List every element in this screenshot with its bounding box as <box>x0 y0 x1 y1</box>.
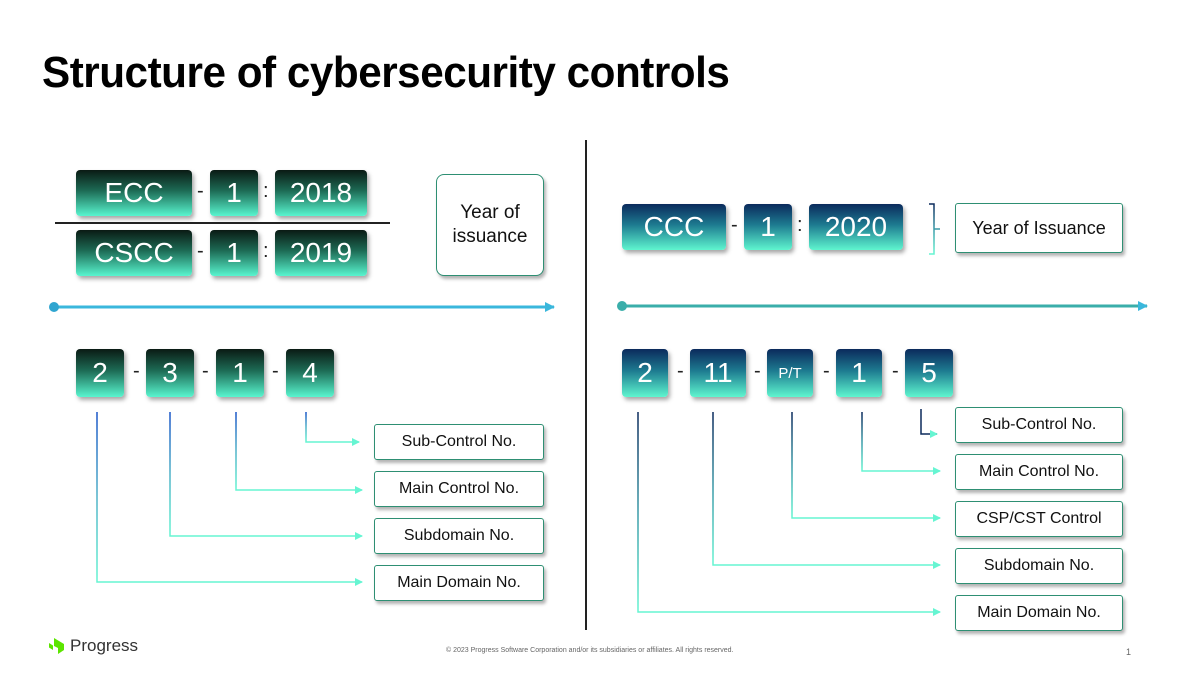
id-part-main-control: 1 <box>836 349 882 397</box>
connector-subdomain <box>169 412 363 540</box>
id-part-subdomain: 3 <box>146 349 194 397</box>
progress-logo: Progress <box>48 636 138 656</box>
code-prefix-ccc: CCC <box>622 204 726 250</box>
label-main-control: Main Control No. <box>374 471 544 507</box>
connector-sub-control <box>305 412 360 446</box>
timeline-start-dot <box>49 302 59 312</box>
separator: - <box>133 360 140 382</box>
progress-logo-text: Progress <box>70 636 139 655</box>
separator: : <box>263 240 269 262</box>
code-year: 2020 <box>809 204 903 250</box>
separator: - <box>754 360 761 382</box>
year-bracket-right <box>929 203 940 255</box>
label-csp-cst-control: CSP/CST Control <box>955 501 1123 537</box>
id-part-csp-cst: P/T <box>767 349 813 397</box>
code-version: 1 <box>210 230 258 276</box>
timeline-arrow-right <box>617 301 1148 311</box>
code-year: 2018 <box>275 170 367 216</box>
separator: - <box>892 360 899 382</box>
label-subdomain: Subdomain No. <box>374 518 544 554</box>
separator: - <box>677 360 684 382</box>
timeline-arrow-left <box>49 302 555 312</box>
code-year: 2019 <box>275 230 367 276</box>
label-sub-control: Sub-Control No. <box>955 407 1123 443</box>
separator: - <box>731 214 738 236</box>
connector-main-domain <box>637 412 941 616</box>
label-sub-control: Sub-Control No. <box>374 424 544 460</box>
label-main-control: Main Control No. <box>955 454 1123 490</box>
id-part-main-domain: 2 <box>622 349 668 397</box>
separator: : <box>263 180 269 202</box>
connector-csp-cst <box>791 412 941 522</box>
connector-main-control <box>861 412 941 475</box>
id-part-sub-control: 4 <box>286 349 334 397</box>
connector-main-domain <box>96 412 363 586</box>
separator: : <box>797 214 803 236</box>
separator: - <box>202 360 209 382</box>
section-divider <box>585 140 587 630</box>
fraction-divider <box>55 222 390 224</box>
code-prefix-cscc: CSCC <box>76 230 192 276</box>
id-part-main-control: 1 <box>216 349 264 397</box>
label-subdomain: Subdomain No. <box>955 548 1123 584</box>
code-prefix-ecc: ECC <box>76 170 192 216</box>
connector-main-control <box>235 412 363 494</box>
page-number: 1 <box>1126 647 1132 657</box>
separator: - <box>197 180 204 202</box>
connector-sub-control <box>920 409 938 438</box>
label-main-domain: Main Domain No. <box>374 565 544 601</box>
id-part-main-domain: 2 <box>76 349 124 397</box>
timeline-start-dot <box>617 301 627 311</box>
separator: - <box>197 240 204 262</box>
id-part-subdomain: 11 <box>690 349 746 397</box>
year-of-issuance-box: Year of Issuance <box>955 203 1123 253</box>
slide-title: Structure of cybersecurity controls <box>42 48 730 97</box>
id-part-sub-control: 5 <box>905 349 953 397</box>
copyright-text: © 2023 Progress Software Corporation and… <box>446 647 734 654</box>
progress-logo-icon <box>49 638 64 654</box>
code-version: 1 <box>210 170 258 216</box>
separator: - <box>823 360 830 382</box>
code-version: 1 <box>744 204 792 250</box>
connector-subdomain <box>712 412 941 569</box>
separator: - <box>272 360 279 382</box>
label-main-domain: Main Domain No. <box>955 595 1123 631</box>
